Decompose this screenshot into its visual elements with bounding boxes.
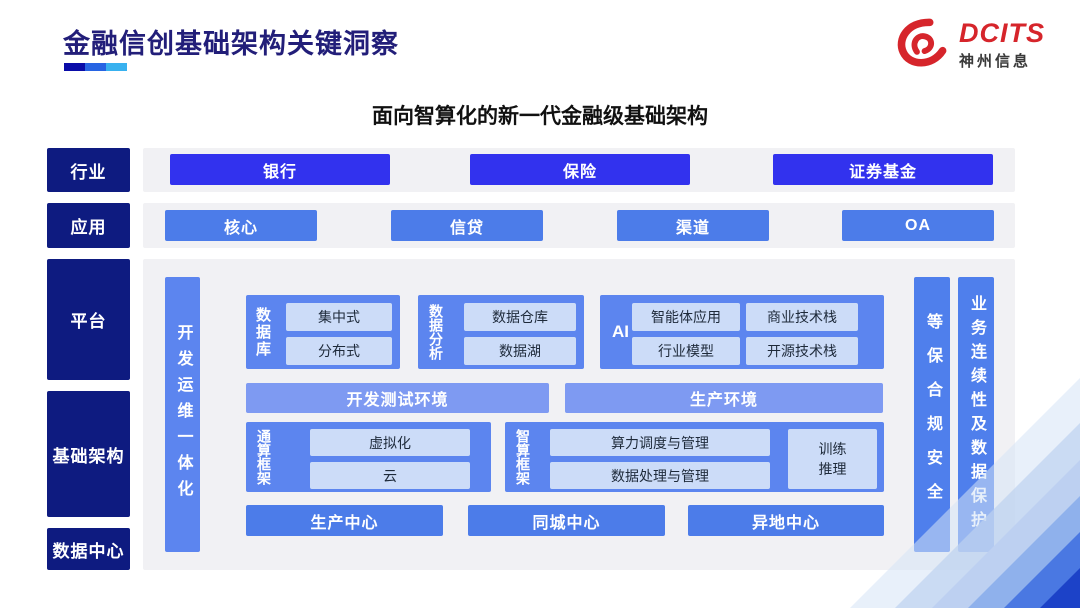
general-framework-label: 通算框架 xyxy=(256,429,272,485)
app-core: 核心 xyxy=(165,210,317,241)
ai-commercial-stack: 商业技术栈 xyxy=(746,303,858,331)
security-compliance-bar: 等保合规安全 xyxy=(914,277,950,552)
database-centralized: 集中式 xyxy=(286,303,392,331)
app-oa: OA xyxy=(842,210,994,241)
platform-container: 开发运维一体化 数据库 集中式 分布式 数据分析 数据仓库 数据湖 AI 智能体… xyxy=(143,259,1015,570)
industry-securities: 证券基金 xyxy=(773,154,993,185)
analytics-group-label: 数据分析 xyxy=(428,304,444,360)
corner-decoration-stripe xyxy=(1040,568,1080,608)
industry-bank: 银行 xyxy=(170,154,390,185)
logo-brand-text: DCITS xyxy=(959,18,1045,48)
dcits-logo-icon xyxy=(893,16,951,75)
rail-infrastructure: 基础架构 xyxy=(47,391,130,517)
training-inference-box: 训练推理 xyxy=(788,429,877,489)
title-underline xyxy=(64,63,127,81)
compute-scheduling-box: 算力调度与管理 xyxy=(550,429,770,456)
ai-group: AI 智能体应用 商业技术栈 行业模型 开源技术栈 xyxy=(600,295,884,369)
rail-datacenter: 数据中心 xyxy=(47,528,130,570)
virtualization-box: 虚拟化 xyxy=(310,429,470,456)
ai-agent-apps: 智能体应用 xyxy=(632,303,740,331)
general-framework-group: 通算框架 虚拟化 云 xyxy=(246,422,491,492)
ai-opensource-stack: 开源技术栈 xyxy=(746,337,858,365)
dcits-logo: DCITS 神州信息 xyxy=(893,16,1045,75)
database-group: 数据库 集中式 分布式 xyxy=(246,295,400,369)
app-channel: 渠道 xyxy=(617,210,769,241)
ai-group-label: AI xyxy=(612,322,629,341)
dev-test-environment-bar: 开发测试环境 xyxy=(246,383,549,413)
same-city-center-bar: 同城中心 xyxy=(468,505,665,536)
rail-application: 应用 xyxy=(47,203,130,248)
app-credit: 信贷 xyxy=(391,210,543,241)
remote-center-bar: 异地中心 xyxy=(688,505,884,536)
ai-industry-models: 行业模型 xyxy=(632,337,740,365)
database-group-label: 数据库 xyxy=(254,306,271,358)
analytics-warehouse: 数据仓库 xyxy=(464,303,576,331)
corner-decoration-stripe xyxy=(1004,532,1080,608)
database-distributed: 分布式 xyxy=(286,337,392,365)
analytics-group: 数据分析 数据仓库 数据湖 xyxy=(418,295,584,369)
analytics-lake: 数据湖 xyxy=(464,337,576,365)
logo-company-text: 神州信息 xyxy=(959,53,1032,70)
devops-bar: 开发运维一体化 xyxy=(165,277,200,552)
industry-row: 银行 保险 证券基金 xyxy=(143,148,1015,192)
page-title: 金融信创基础架构关键洞察 xyxy=(63,29,399,59)
ai-framework-group: 智算框架 算力调度与管理 数据处理与管理 训练推理 xyxy=(505,422,884,492)
industry-insurance: 保险 xyxy=(470,154,690,185)
data-processing-box: 数据处理与管理 xyxy=(550,462,770,489)
production-center-bar: 生产中心 xyxy=(246,505,443,536)
diagram-title: 面向智算化的新一代金融级基础架构 xyxy=(372,105,708,128)
rail-industry: 行业 xyxy=(47,148,130,192)
ai-framework-label: 智算框架 xyxy=(515,429,531,485)
application-row: 核心 信贷 渠道 OA xyxy=(143,203,1015,248)
production-environment-bar: 生产环境 xyxy=(565,383,883,413)
rail-platform: 平台 xyxy=(47,259,130,380)
cloud-box: 云 xyxy=(310,462,470,489)
business-continuity-bar: 业务连续性及数据保护 xyxy=(958,277,994,552)
